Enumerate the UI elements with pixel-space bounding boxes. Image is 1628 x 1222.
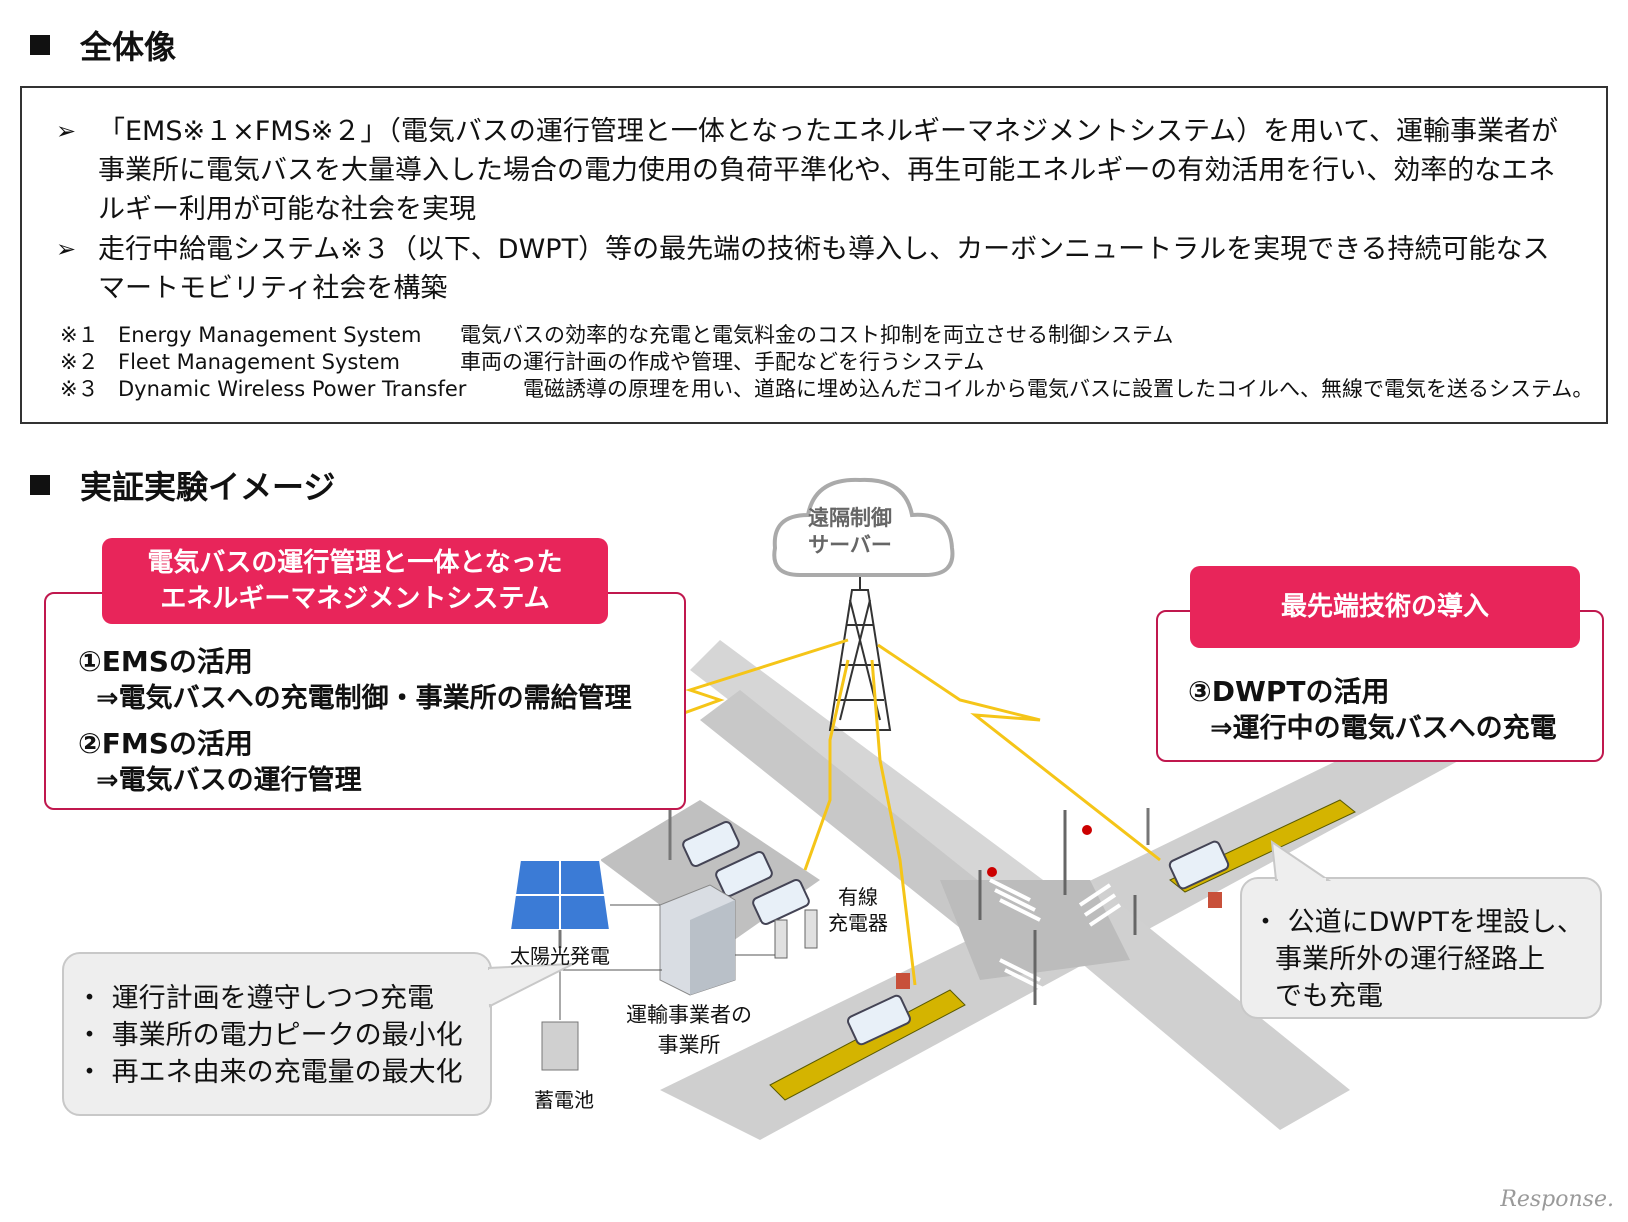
battery-icon (541, 1021, 579, 1071)
ems-fms-panel (44, 592, 686, 810)
dwpt-bubble-line: 事業所外の運行経路上 (1275, 944, 1545, 975)
bus-icon (715, 850, 773, 898)
road-network (600, 640, 1460, 1140)
benefit-item: ・ 再エネ由来の充電量の最大化 (76, 1057, 463, 1088)
fms-usage-desc: ⇒電気バスの運行管理 (96, 765, 362, 796)
dwpt-usage-desc: ⇒運行中の電気バスへの充電 (1210, 713, 1557, 744)
bus-icon (847, 994, 911, 1046)
office-label: 運輸事業者の 事業所 (626, 1003, 752, 1057)
bullet-dwpt: ➢ 走行中給電システム※３（以下、DWPT）等の最先端の技術も導入し、カーボンニ… (56, 230, 1568, 308)
ems-usage-title: ①EMSの活用 (78, 645, 253, 678)
radio-tower-icon (828, 589, 892, 731)
section-title-demo: 実証実験イメージ (30, 462, 335, 508)
signal-light-icon (1082, 825, 1092, 835)
benefit-item: ・ 事業所の電力ピークの最小化 (76, 1020, 463, 1051)
solar-label: 太陽光発電 (510, 944, 610, 968)
cloud-label: 遠隔制御 サーバー (808, 506, 892, 557)
cloud-icon (772, 477, 955, 577)
benefits-bubble (62, 952, 492, 1116)
bus-icon (752, 878, 810, 926)
dwpt-usage-title: ③DWPTの活用 (1188, 675, 1390, 708)
ems-panel-header: 電気バスの運行管理と一体となった エネルギーマネジメントシステム (102, 538, 608, 624)
bus-icon (1168, 840, 1230, 890)
bus-icon (682, 820, 740, 868)
marker-icon (1208, 892, 1222, 908)
demo-illustration (440, 477, 1460, 1140)
crosswalk (989, 878, 1122, 992)
dwpt-bubble (1240, 877, 1602, 1019)
ems-usage-desc: ⇒電気バスへの充電制御・事業所の需給管理 (96, 683, 632, 714)
marker-icon (896, 973, 910, 989)
signal-light-icon (987, 867, 997, 877)
charger-label: 有線 充電器 (828, 885, 888, 935)
bubble-tail (1270, 840, 1332, 882)
dwpt-bubble-line: ・ 公道にDWPTを埋設し、 (1252, 907, 1584, 938)
dwpt-bubble-line: でも充電 (1275, 981, 1383, 1012)
charger-icon (804, 909, 818, 949)
bubble-tail (488, 963, 574, 1008)
solar-panel-icon (508, 859, 612, 948)
battery-label: 蓄電池 (534, 1088, 594, 1112)
charger-icon (774, 919, 788, 959)
office-building-icon (659, 884, 736, 996)
bullet-ems-fms: ➢ 「EMS※１×FMS※２」（電気バスの運行管理と一体となったエネルギーマネジ… (56, 112, 1568, 229)
square-bullet-icon (30, 475, 50, 495)
fms-usage-title: ②FMSの活用 (78, 727, 253, 760)
benefit-item: ・ 運行計画を遵守しつつ充電 (76, 983, 434, 1014)
arrow-bullet-icon: ➢ (56, 117, 77, 145)
overview-box: ➢ 「EMS※１×FMS※２」（電気バスの運行管理と一体となったエネルギーマネジ… (20, 86, 1608, 424)
arrow-bullet-icon: ➢ (56, 235, 77, 263)
section-title-overview: 全体像 (30, 22, 176, 68)
traffic-light-icon (978, 810, 1137, 1005)
watermark-logo: Response. (1500, 1187, 1614, 1212)
square-bullet-icon (30, 35, 50, 55)
tech-panel-header: 最先端技術の導入 (1190, 566, 1580, 648)
